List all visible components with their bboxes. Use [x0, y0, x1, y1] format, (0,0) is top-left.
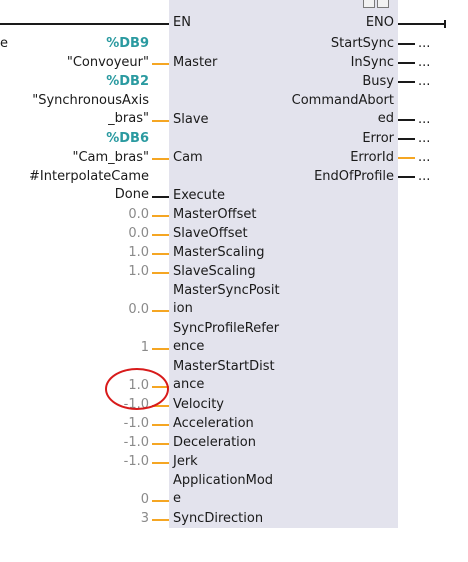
master-offset-value[interactable]: 0.0	[128, 207, 149, 222]
offscreen-operand-fragment: e	[0, 36, 8, 51]
pin-busy[interactable]: Busy	[362, 74, 394, 89]
pin-eno[interactable]: ENO	[365, 15, 394, 30]
eno-wire	[398, 23, 444, 25]
in-sync-wire	[398, 62, 415, 64]
pin-command-aborted-1[interactable]: CommandAbort	[291, 93, 394, 108]
pin-in-sync[interactable]: InSync	[350, 55, 394, 70]
pin-jerk[interactable]: Jerk	[173, 454, 198, 469]
pin-master-start-distance-1[interactable]: MasterStartDist	[173, 359, 275, 374]
pin-slave-offset[interactable]: SlaveOffset	[173, 226, 248, 241]
busy-operand[interactable]: ...	[418, 74, 431, 89]
deceleration-wire	[152, 443, 169, 445]
function-block-body[interactable]	[169, 0, 398, 528]
application-mode-wire	[152, 500, 169, 502]
end-of-profile-wire	[398, 176, 415, 178]
pin-master-sync-position-2[interactable]: ion	[173, 301, 193, 316]
pin-master-offset[interactable]: MasterOffset	[173, 207, 257, 222]
eno-wire-end	[444, 20, 446, 28]
slave-scaling-value[interactable]: 1.0	[128, 264, 149, 279]
pin-sync-profile-reference-2[interactable]: ence	[173, 339, 205, 354]
jerk-value[interactable]: -1.0	[123, 454, 149, 469]
pin-start-sync[interactable]: StartSync	[330, 36, 394, 51]
pin-deceleration[interactable]: Deceleration	[173, 435, 256, 450]
cam-operand[interactable]: "Cam_bras"	[72, 150, 149, 165]
busy-wire	[398, 81, 415, 83]
sync-profile-reference-wire	[152, 348, 169, 350]
jerk-wire	[152, 462, 169, 464]
master-scaling-value[interactable]: 1.0	[128, 245, 149, 260]
acceleration-value[interactable]: -1.0	[123, 416, 149, 431]
slave-scaling-wire	[152, 272, 169, 274]
master-sync-position-value[interactable]: 0.0	[128, 302, 149, 317]
pin-master[interactable]: Master	[173, 55, 218, 70]
slave-db-address[interactable]: %DB2	[106, 74, 149, 89]
slave-wire	[152, 120, 169, 122]
sync-profile-reference-value[interactable]: 1	[140, 340, 149, 355]
master-operand[interactable]: "Convoyeur"	[66, 55, 149, 70]
pin-application-mode-2[interactable]: e	[173, 491, 181, 506]
master-offset-wire	[152, 215, 169, 217]
acceleration-wire	[152, 424, 169, 426]
slave-operand-line-2[interactable]: _bras"	[108, 111, 149, 126]
deceleration-value[interactable]: -1.0	[123, 435, 149, 450]
execute-wire	[152, 196, 169, 198]
error-wire	[398, 138, 415, 140]
en-power-rail	[0, 23, 169, 25]
pin-slave[interactable]: Slave	[173, 112, 209, 127]
in-sync-operand[interactable]: ...	[418, 55, 431, 70]
pin-execute[interactable]: Execute	[173, 188, 225, 203]
application-mode-value[interactable]: 0	[140, 492, 149, 507]
pin-sync-direction[interactable]: SyncDirection	[173, 511, 264, 526]
pin-sync-profile-reference-1[interactable]: SyncProfileRefer	[173, 321, 280, 336]
velocity-wire	[152, 405, 169, 407]
error-id-operand[interactable]: ...	[418, 150, 431, 165]
slave-offset-wire	[152, 234, 169, 236]
cam-wire	[152, 158, 169, 160]
pin-error-id[interactable]: ErrorId	[350, 150, 394, 165]
cam-db-address[interactable]: %DB6	[106, 131, 149, 146]
pin-master-sync-position-1[interactable]: MasterSyncPosit	[173, 283, 280, 298]
sync-direction-wire	[152, 519, 169, 521]
pin-application-mode-1[interactable]: ApplicationMod	[173, 473, 274, 488]
master-scaling-wire	[152, 253, 169, 255]
pin-command-aborted-2[interactable]: ed	[377, 111, 394, 126]
annotation-circle	[105, 368, 169, 410]
master-db-address[interactable]: %DB9	[106, 36, 149, 51]
restore-icon[interactable]	[377, 0, 389, 8]
pin-error[interactable]: Error	[362, 131, 394, 146]
execute-operand-line-1[interactable]: #InterpolateCame	[29, 169, 149, 184]
end-of-profile-operand[interactable]: ...	[418, 169, 431, 184]
sync-direction-value[interactable]: 3	[140, 511, 149, 526]
start-sync-operand[interactable]: ...	[418, 36, 431, 51]
start-sync-wire	[398, 43, 415, 45]
pin-velocity[interactable]: Velocity	[173, 397, 224, 412]
command-aborted-operand[interactable]: ...	[418, 112, 431, 127]
execute-operand-line-2[interactable]: Done	[114, 187, 149, 202]
pin-slave-scaling[interactable]: SlaveScaling	[173, 264, 256, 279]
pin-end-of-profile[interactable]: EndOfProfile	[314, 169, 394, 184]
error-id-wire	[398, 157, 415, 159]
collapse-icon[interactable]	[363, 0, 375, 8]
block-header-icons	[363, 0, 389, 9]
pin-acceleration[interactable]: Acceleration	[173, 416, 254, 431]
command-aborted-wire	[398, 119, 415, 121]
pin-master-scaling[interactable]: MasterScaling	[173, 245, 265, 260]
slave-offset-value[interactable]: 0.0	[128, 226, 149, 241]
slave-operand-line-1[interactable]: "SynchronousAxis	[32, 93, 149, 108]
master-sync-position-wire	[152, 310, 169, 312]
master-wire	[152, 63, 169, 65]
pin-en[interactable]: EN	[173, 15, 191, 30]
error-operand[interactable]: ...	[418, 131, 431, 146]
pin-cam[interactable]: Cam	[173, 150, 203, 165]
pin-master-start-distance-2[interactable]: ance	[173, 377, 205, 392]
